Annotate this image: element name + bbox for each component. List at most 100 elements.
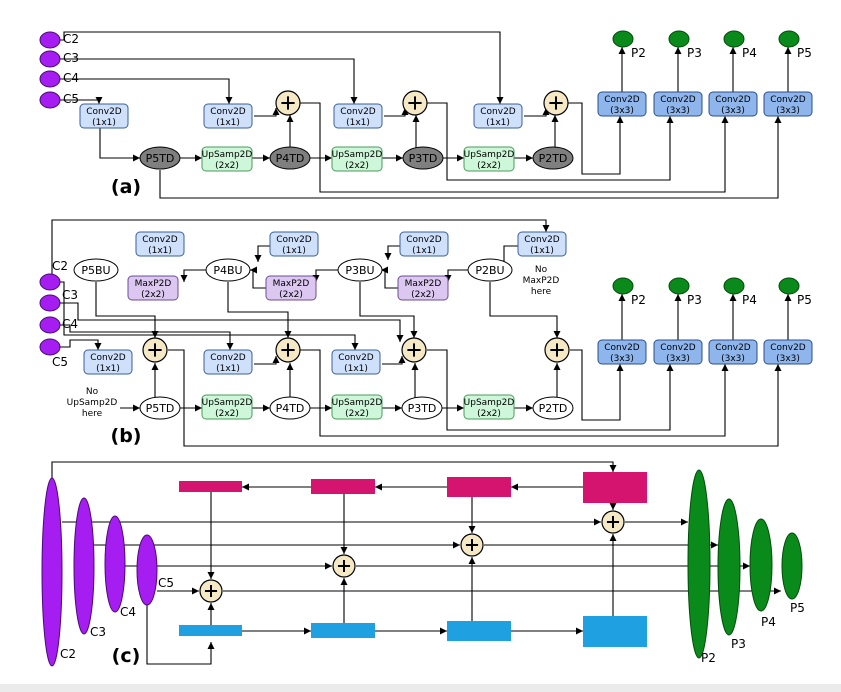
- bottom-up-block-c-3: [583, 472, 647, 503]
- conv1x1-top-block-b-0-label: Conv2D: [142, 235, 178, 245]
- note-no-maxp-1: No: [535, 265, 548, 275]
- sum-node-c-0-sign: [204, 584, 218, 598]
- output-p5-a: [778, 30, 800, 48]
- maxpool-block-b-1-size: (2x2): [279, 290, 303, 300]
- input-c5-a: [39, 91, 61, 109]
- connector-arrow: [60, 302, 404, 342]
- connector-arrow: [180, 269, 206, 282]
- conv3x3-block-b-1-label: Conv2D: [660, 343, 696, 353]
- td-node-label-a-0: P5TD: [146, 152, 175, 165]
- sum-node-b-1-sign: [281, 343, 295, 357]
- conv3x3-block-a-3: [763, 91, 813, 117]
- output-p4-label-b: P4: [742, 293, 757, 307]
- maxpool-block-b-0-label: MaxP2D: [135, 279, 172, 289]
- connector-arrow: [95, 282, 159, 338]
- td-node-a-3: [532, 146, 574, 170]
- conv3x3-block-b-0: [597, 339, 647, 365]
- conv3x3-block-b-3: [763, 339, 813, 365]
- conv3x3-block-a-2-label: Conv2D: [715, 95, 751, 105]
- note-no-maxp-2: MaxP2D: [523, 276, 560, 286]
- conv1x1-block-a-0-label: Conv2D: [86, 107, 122, 117]
- output-p2-a: [612, 30, 634, 48]
- sum-node-b-2-sign: [407, 343, 421, 357]
- upsample-block-b-2: [463, 394, 515, 420]
- conv3x3-block-b-2: [708, 339, 758, 365]
- conv3x3-block-a-1-label: Conv2D: [660, 95, 696, 105]
- conv1x1-bottom-block-b-2-size: (1x1): [344, 364, 368, 374]
- connector-arrow: [60, 281, 359, 350]
- conv3x3-block-b-0-size: (3x3): [610, 354, 634, 364]
- td-node-label-b-1: P4TD: [276, 402, 305, 415]
- conv3x3-block-a-3-size: (3x3): [776, 106, 800, 116]
- input-c2-label-b: C2: [52, 259, 68, 273]
- connector-arrow: [99, 128, 140, 162]
- output-p5-label-a: P5: [797, 46, 812, 60]
- td-node-a-1: [269, 146, 311, 170]
- maxpool-block-b-2-label: MaxP2D: [405, 279, 442, 289]
- output-p2-c: [687, 469, 711, 659]
- top-down-block-c-3: [583, 616, 647, 647]
- bu-node-label-b-1: P4BU: [213, 264, 242, 277]
- conv1x1-block-a-0-size: (1x1): [92, 118, 116, 128]
- input-c5-label-c: C5: [158, 576, 174, 590]
- td-node-label-a-2: P3TD: [409, 152, 438, 165]
- output-p4-c: [749, 518, 773, 612]
- conv3x3-block-a-0-label: Conv2D: [604, 95, 640, 105]
- td-node-label-b-3: P2TD: [539, 402, 568, 415]
- conv1x1-top-block-b-0-size: (1x1): [148, 246, 172, 256]
- upsample-block-a-0-label: UpSamp2D: [202, 150, 253, 160]
- input-c3-label-b: C3: [62, 288, 78, 302]
- output-p3-label-c: P3: [731, 637, 746, 651]
- bu-node-b-2: [337, 258, 383, 282]
- conv1x1-bottom-block-b-1-size: (1x1): [216, 364, 240, 374]
- bu-node-b-1: [205, 258, 251, 282]
- sum-node-a-0-sign: [281, 96, 295, 110]
- td-node-label-b-0: P5TD: [146, 402, 175, 415]
- conv3x3-block-b-3-size: (3x3): [776, 354, 800, 364]
- top-down-block-c-0: [179, 625, 242, 636]
- connector-arrow: [60, 78, 233, 104]
- bu-node-b-0: [73, 258, 119, 282]
- bu-node-label-b-3: P2BU: [475, 264, 504, 277]
- connector-arrow: [146, 605, 215, 665]
- input-c2-label-a: C2: [63, 32, 79, 46]
- input-c4-label-a: C4: [63, 71, 79, 85]
- connector-arrow: [444, 269, 468, 282]
- bottom-up-block-c-2: [447, 477, 511, 497]
- connector-arrow: [168, 349, 782, 447]
- maxpool-block-b-0-size: (2x2): [141, 290, 165, 300]
- input-c2-a: [39, 31, 61, 49]
- input-c2-c: [41, 477, 63, 667]
- conv1x1-bottom-block-b-0-label: Conv2D: [90, 353, 126, 363]
- sum-node-b-3-sign: [550, 343, 564, 357]
- bu-node-label-b-0: P5BU: [81, 264, 110, 277]
- td-node-label-b-2: P3TD: [408, 402, 437, 415]
- connector-arrow: [312, 269, 338, 282]
- sum-node-a-2-sign: [549, 96, 563, 110]
- upsample-block-a-0: [201, 146, 253, 172]
- connector-arrow: [250, 266, 266, 289]
- output-p2-label-a: P2: [631, 46, 646, 60]
- td-node-b-0: [139, 396, 181, 420]
- output-p3-label-a: P3: [687, 46, 702, 60]
- input-c5-label-a: C5: [63, 92, 79, 106]
- input-c3-c: [73, 497, 95, 635]
- sum-node-c-1-sign: [337, 559, 351, 573]
- conv3x3-block-a-2: [708, 91, 758, 117]
- note-no-maxp-3: here: [531, 287, 552, 297]
- upsample-block-b-0-size: (2x2): [215, 409, 239, 419]
- connector-arrow: [51, 461, 617, 478]
- top-down-block-c-2: [447, 621, 511, 641]
- bottom-up-block-c-1: [311, 479, 375, 494]
- sum-node-c-2-sign: [465, 538, 479, 552]
- td-node-label-a-1: P4TD: [276, 152, 305, 165]
- connector-arrow: [382, 356, 406, 365]
- upsample-block-a-1-label: UpSamp2D: [332, 150, 383, 160]
- input-c3-a: [39, 50, 61, 68]
- sum-node-a-1-sign: [408, 96, 422, 110]
- maxpool-block-b-1-label: MaxP2D: [273, 279, 310, 289]
- input-c5-label-b: C5: [52, 355, 68, 369]
- upsample-block-b-1-label: UpSamp2D: [332, 398, 383, 408]
- bu-node-label-b-2: P3BU: [345, 264, 374, 277]
- bottom-bar: [0, 684, 841, 692]
